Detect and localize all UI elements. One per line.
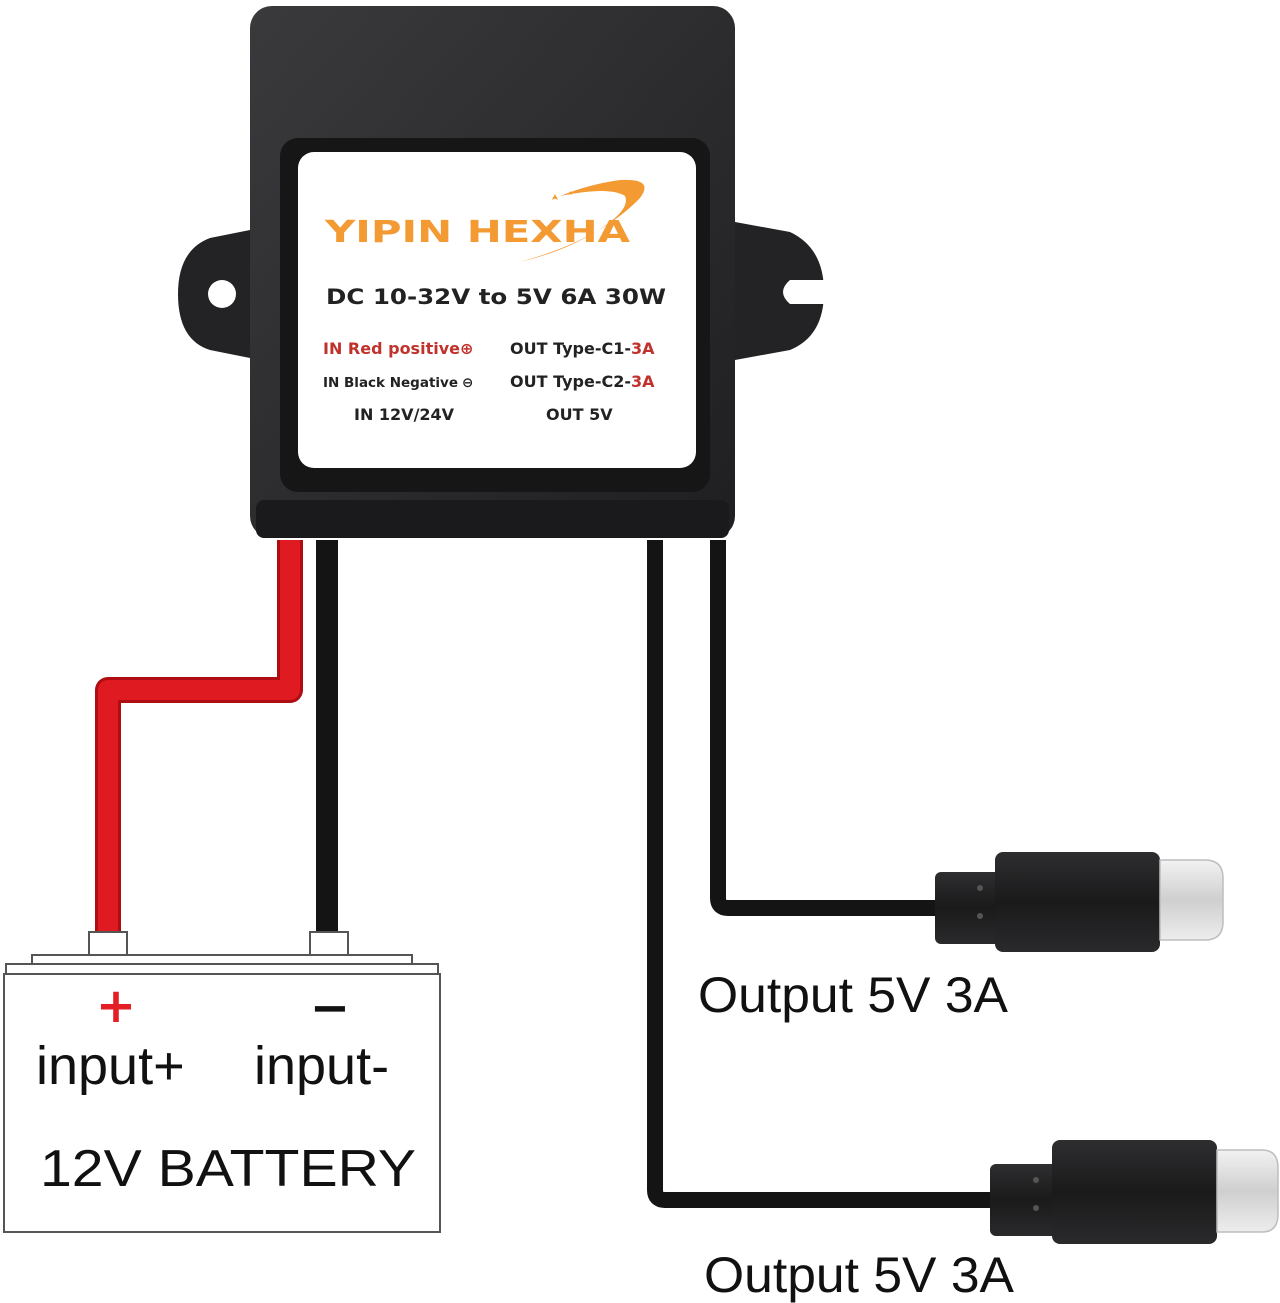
spec-line: DC 10-32V to 5V 6A 30W (326, 285, 666, 309)
usb-c-tip-1 (1159, 859, 1224, 941)
converter-label-sticker (298, 152, 696, 468)
battery-input-minus-label: input- (254, 1036, 389, 1096)
usb-c-tip-2 (1216, 1149, 1279, 1233)
battery-body (3, 973, 441, 1233)
converter-box: YIPIN HEXHA DC 10-32V to 5V 6A 30W IN Re… (178, 6, 826, 538)
in-black-label: IN Black Negative⊖ (323, 375, 473, 391)
red-wire (95, 540, 303, 932)
mount-hole-left (208, 280, 236, 308)
output-wire-1 (710, 540, 940, 916)
output-label-2: Output 5V 3A (704, 1247, 1015, 1303)
wires (95, 540, 995, 1208)
usb-c-plug-2 (990, 1140, 1279, 1244)
battery: + − input+ input- 12V BATTERY (3, 931, 441, 1233)
out-voltage-label: OUT 5V (546, 405, 613, 424)
battery-plus-icon: + (96, 978, 136, 1034)
output-wire-2 (647, 540, 995, 1208)
output-label-1: Output 5V 3A (698, 967, 1009, 1023)
in-red-label: IN Red positive⊕ (323, 339, 473, 358)
battery-terminal-positive (88, 931, 128, 957)
mount-slot-right (783, 280, 826, 304)
out-c2-label: OUT Type-C2-3A (510, 372, 655, 391)
out-c1-label: OUT Type-C1-3A (510, 339, 655, 358)
brand-name: YIPIN HEXHA (324, 215, 631, 250)
battery-minus-icon: − (310, 980, 350, 1036)
brand-swoosh (520, 179, 645, 262)
right-mounting-ear (735, 222, 824, 360)
battery-input-plus-label: input+ (36, 1036, 185, 1096)
in-voltage-label: IN 12V/24V (354, 405, 455, 424)
battery-name: 12V BATTERY (40, 1140, 416, 1198)
battery-terminal-negative (309, 931, 349, 957)
usb-c-plug-1 (935, 852, 1224, 952)
